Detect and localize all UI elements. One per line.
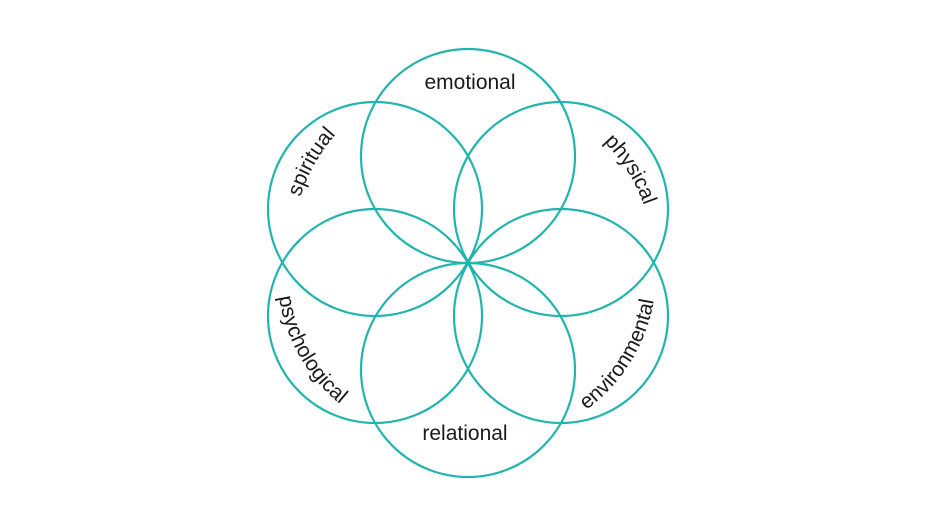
label-spiritual-wrapper: spiritual bbox=[283, 123, 339, 199]
label-relational: relational bbox=[422, 422, 507, 445]
label-physical: physical bbox=[600, 129, 661, 207]
circle-psychological bbox=[266, 207, 484, 425]
label-physical-wrapper: physical bbox=[600, 129, 661, 207]
label-environmental: environmental bbox=[575, 297, 659, 414]
label-spiritual: spiritual bbox=[283, 123, 339, 199]
circle-spiritual bbox=[266, 100, 484, 318]
label-emotional: emotional bbox=[424, 71, 515, 94]
label-environmental-wrapper: environmental bbox=[575, 297, 659, 414]
